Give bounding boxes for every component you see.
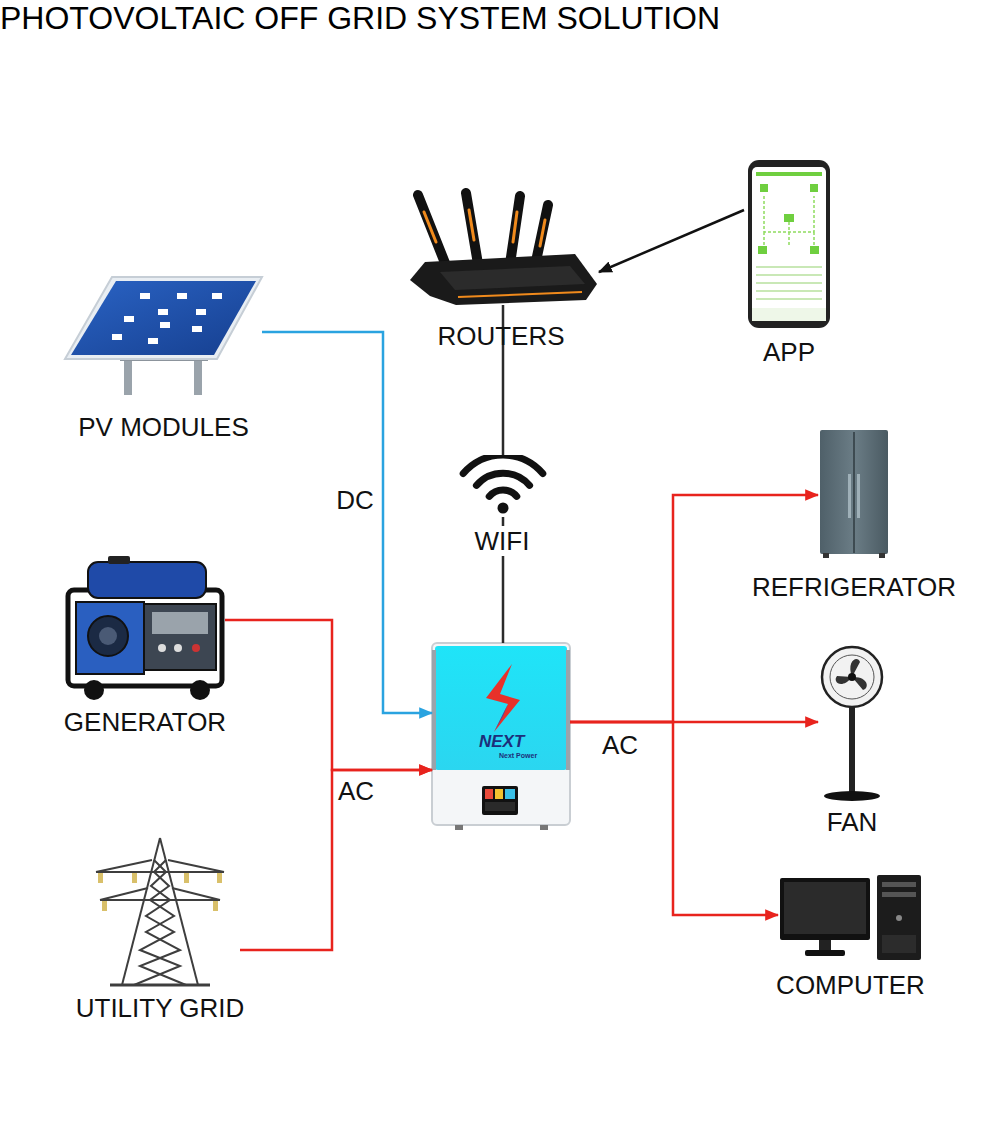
router-drawing: [410, 193, 597, 305]
connector-line: [570, 495, 818, 722]
router-node: ROUTERS: [405, 188, 597, 305]
wifi-symbol: [455, 455, 551, 517]
connector-line: [599, 210, 744, 272]
computer-node: COMPUTER: [780, 875, 921, 960]
connector-line: [240, 770, 432, 950]
device-label: REFRIGERATOR: [752, 572, 956, 602]
edge-label: DC: [334, 485, 376, 515]
device-label: APP: [763, 337, 815, 367]
grid-node: UTILITY GRID: [80, 835, 240, 985]
refrigerator-drawing: [820, 430, 888, 558]
device-label: GENERATOR: [64, 707, 226, 737]
device-label: PV MODULES: [78, 412, 249, 442]
refrigerator-node: REFRIGERATOR: [820, 430, 888, 558]
connector-line: [570, 722, 778, 915]
connector-line: [225, 620, 432, 770]
inverter-node: NEXTNext Power: [432, 643, 570, 825]
generator-drawing: [68, 556, 222, 700]
edge-label: WIFI: [473, 526, 532, 556]
power-tower-drawing: [96, 838, 224, 985]
computer-drawing: [780, 875, 921, 960]
brand-tagline: Next Power: [499, 752, 537, 760]
inverter-drawing: [432, 643, 570, 830]
edge-label: AC: [600, 730, 640, 760]
device-label: UTILITY GRID: [76, 993, 245, 1023]
device-label: FAN: [827, 807, 878, 837]
device-label: ROUTERS: [437, 321, 564, 351]
edge-label: AC: [336, 776, 376, 806]
pv-node: PV MODULES: [65, 275, 262, 395]
phone-drawing: [748, 160, 830, 328]
fan-drawing: [822, 647, 882, 801]
brand-logo-text: NEXT: [479, 732, 524, 752]
fan-node: FAN: [822, 645, 882, 800]
device-label: COMPUTER: [776, 970, 925, 1000]
app-node: APP: [748, 160, 830, 328]
diagram-title: PHOTOVOLTAIC OFF GRID SYSTEM SOLUTION: [0, 0, 1000, 37]
pv-panel-drawing: [65, 277, 262, 395]
generator-node: GENERATOR: [65, 556, 225, 700]
connector-line: [262, 332, 432, 713]
